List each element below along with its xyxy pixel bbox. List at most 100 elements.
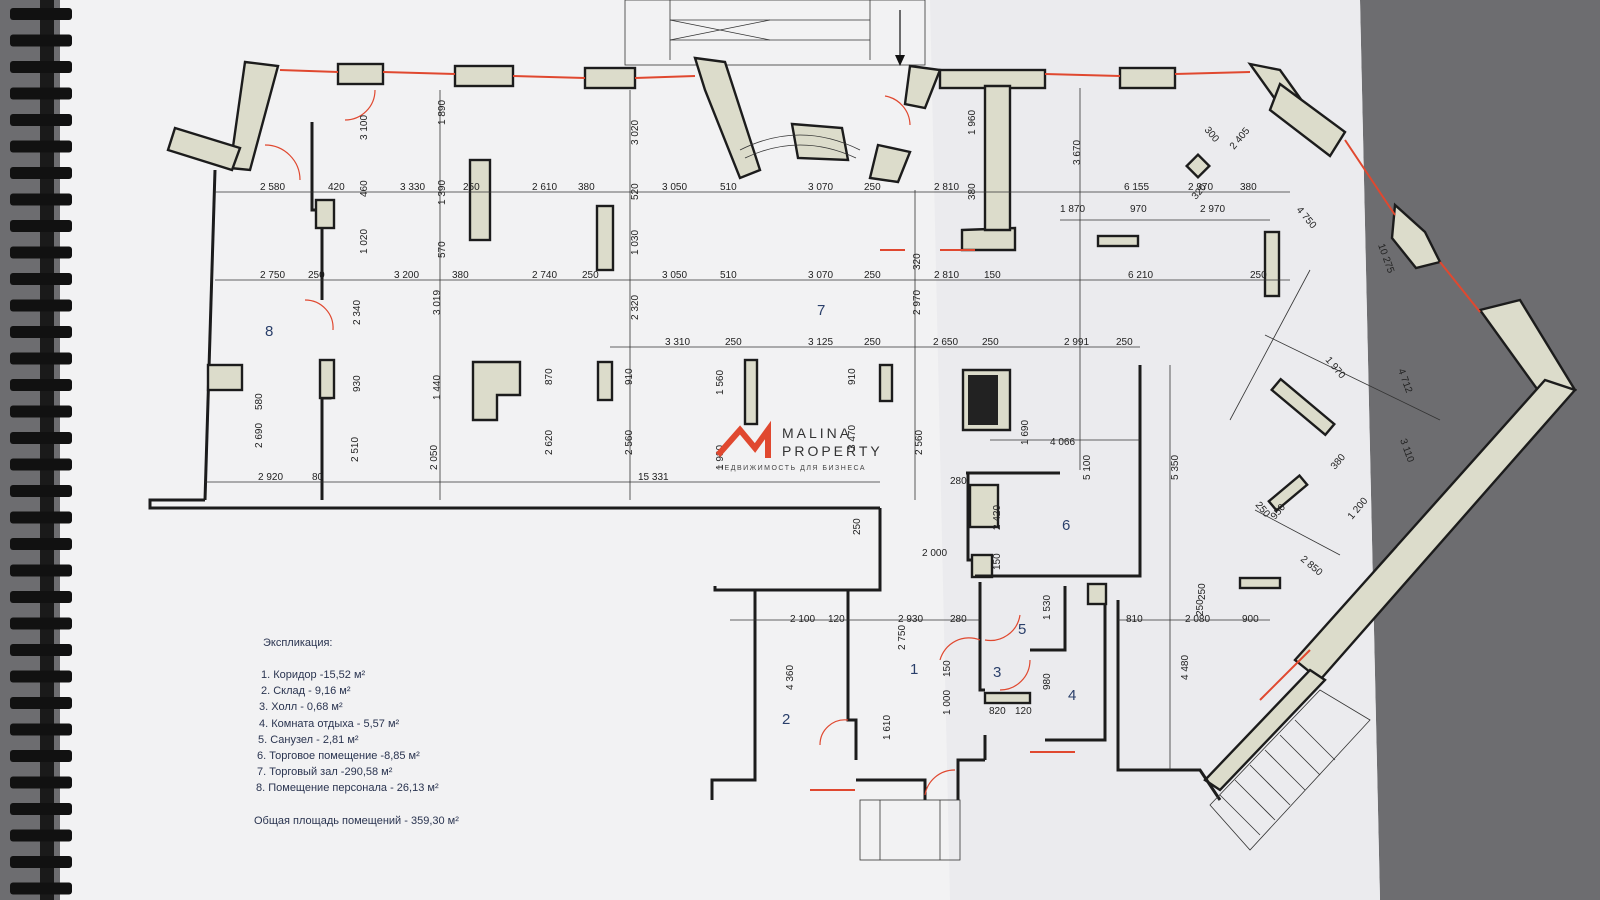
dim-row2-label: 250 (308, 270, 325, 281)
dim-vertical-label: 910 (624, 368, 635, 385)
binder-ring-icon (10, 750, 72, 762)
dim-row2-label: 250 (1250, 270, 1267, 281)
legend-item-6: 6. Торговое помещение -8,85 м² (257, 750, 420, 762)
dim-vertical-label: 1 530 (1042, 595, 1053, 620)
binder-ring-icon (10, 220, 72, 232)
dim-row2-label: 150 (984, 270, 1001, 281)
dim-row2-label: 2 740 (532, 270, 557, 281)
legend-item-1: 1. Коридор -15,52 м² (261, 669, 366, 681)
dim-vertical-label: 1 960 (967, 110, 978, 135)
dim-vertical-label: 2 560 (914, 430, 925, 455)
dim-vertical-label: 5 100 (1082, 455, 1093, 480)
dim-row2-label: 3 200 (394, 270, 419, 281)
dim-row4-label: 80 (312, 472, 324, 483)
legend-explication: Экспликация: 1. Коридор -15,52 м² 2. Скл… (254, 637, 459, 827)
dim-vertical-label: 870 (544, 368, 555, 385)
binder-ring-icon (10, 644, 72, 656)
binder-ring-icon (10, 829, 72, 842)
stair-bottom-right (1209, 689, 1371, 851)
room-number-6: 6 (1062, 517, 1070, 534)
dim-row3-label: 250 (1116, 337, 1133, 348)
doors (264, 89, 1075, 796)
dim-misc-label: 820 (989, 706, 1006, 717)
room-number-4: 4 (1068, 687, 1076, 704)
binder-ring-icon (10, 856, 72, 868)
dim-vertical-label: 580 (254, 393, 265, 410)
dim-row3-label: 250 (725, 337, 742, 348)
dim-vertical-label: 1 000 (942, 690, 953, 715)
dim-vertical-label: 5 350 (1170, 455, 1181, 480)
dim-row1-label: 420 (328, 182, 345, 193)
dim-vertical-label: 2 970 (1200, 204, 1225, 215)
room-number-7: 7 (817, 302, 825, 319)
dim-misc-label: 2 100 (790, 614, 815, 625)
entrance-porch (859, 799, 961, 861)
binder-ring-icon (10, 670, 72, 683)
malina-property-logo: MALINA PROPERTY НЕДВИЖИМОСТЬ ДЛЯ БИЗНЕСА (715, 420, 880, 472)
binder-ring-icon (10, 776, 72, 789)
dim-vertical-label: 1 440 (432, 375, 443, 400)
binder-ring-icon (10, 326, 72, 338)
dim-row2-label: 380 (452, 270, 469, 281)
legend-heading: Экспликация: (263, 637, 333, 649)
dim-misc-label: 900 (1242, 614, 1259, 625)
dim-misc-label: 120 (1015, 706, 1032, 717)
dim-row3-label: 250 (864, 337, 881, 348)
outer-walls (166, 56, 1578, 792)
dim-vertical-label: 2 050 (429, 445, 440, 470)
interior-walls (148, 84, 1337, 801)
dim-row3-label: 2 991 (1064, 337, 1089, 348)
dim-row2-label: 510 (720, 270, 737, 281)
binder-ring-icon (10, 87, 72, 100)
dimension-lines (205, 88, 1441, 770)
logo-line1: MALINA (782, 425, 852, 441)
legend-total: Общая площадь помещений - 359,30 м² (254, 815, 459, 827)
dim-vertical-label: 3 670 (1072, 140, 1083, 165)
dim-vertical-label: 930 (352, 375, 363, 392)
dim-row2-label: 250 (582, 270, 599, 281)
dim-row1-label: 3 330 (400, 182, 425, 193)
dim-vertical-label: 4 360 (785, 665, 796, 690)
dim-misc-label: 2 000 (922, 548, 947, 559)
paper-right-page (930, 0, 1380, 900)
dim-row1-label: 250 (463, 182, 480, 193)
dim-row2-label: 3 070 (808, 270, 833, 281)
binder-ring-icon (10, 511, 72, 524)
dim-misc-label: 280 (950, 614, 967, 625)
binder-ring-icon (10, 167, 72, 179)
dim-vertical-label: 150 (942, 660, 953, 677)
binder-ring-icon (10, 61, 72, 73)
dim-vertical-label: 3 100 (359, 115, 370, 140)
binder-ring-icon (10, 538, 72, 550)
dim-vertical-label: 320 (912, 253, 923, 270)
binder-ring-icon (10, 432, 72, 444)
dim-vertical-label: 380 (967, 183, 978, 200)
binder-spine (40, 0, 54, 900)
legend-item-4: 4. Комната отдыха - 5,57 м² (259, 718, 400, 730)
dim-vertical-label: 2 970 (912, 290, 923, 315)
room-number-5: 5 (1018, 621, 1026, 638)
room-number-1: 1 (910, 661, 918, 678)
room-number-3: 3 (993, 664, 1001, 681)
dim-row1-label: 3 070 (808, 182, 833, 193)
dim-row2-label: 250 (864, 270, 881, 281)
dim-vertical-label: 910 (847, 368, 858, 385)
binder-ring-icon (10, 617, 72, 630)
dim-vertical-label: 2 690 (254, 423, 265, 448)
dim-vertical-label: 980 (1042, 673, 1053, 690)
dim-row4-label: 2 920 (258, 472, 283, 483)
binder-ring-icon (10, 405, 72, 418)
dim-vertical-label: 2 340 (352, 300, 363, 325)
legend-item-3: 3. Холл - 0,68 м² (259, 701, 343, 713)
dim-vertical-label: 1 930 (715, 445, 726, 470)
dim-row2-label: 6 210 (1128, 270, 1153, 281)
dim-row1-label: 2 970 (1188, 182, 1213, 193)
binder-ring-icon (10, 140, 72, 153)
binder-ring-icon (10, 193, 72, 206)
dim-misc-label: 250 (1195, 599, 1206, 616)
dim-vertical-label: 970 (1130, 204, 1147, 215)
dim-row3-label: 3 310 (665, 337, 690, 348)
binder-ring-icon (10, 114, 72, 126)
dim-vertical-label: 3 020 (630, 120, 641, 145)
